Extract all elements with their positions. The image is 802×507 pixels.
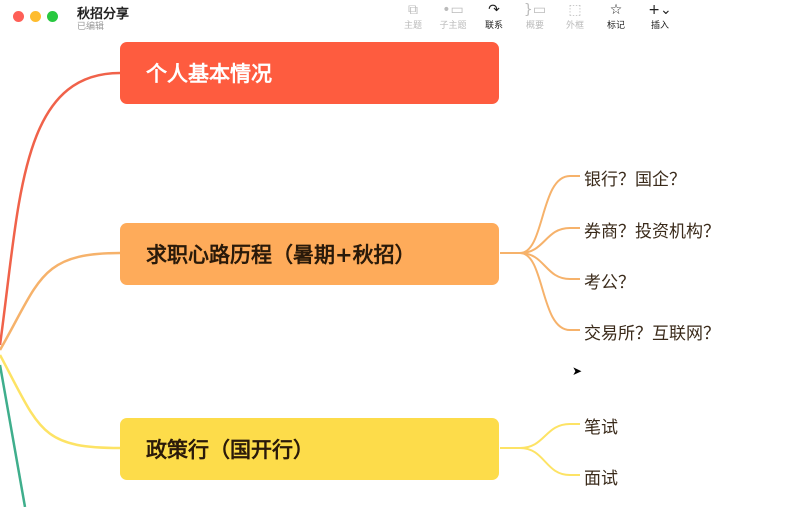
- topic-policy-bank[interactable]: 政策行（国开行）: [120, 418, 499, 480]
- toolbar-insert-button[interactable]: +⌄插入: [640, 2, 680, 31]
- subtopic-icon: •▭: [442, 2, 464, 18]
- relationship-icon: ↷: [488, 2, 500, 18]
- toolbar-summary-button[interactable]: }▭概要: [515, 2, 555, 31]
- subtopic[interactable]: 银行？国企？: [584, 170, 686, 190]
- mouse-cursor-icon: ➤: [572, 364, 583, 378]
- zoom-button[interactable]: [47, 11, 58, 22]
- subtopic[interactable]: 交易所？互联网？: [584, 324, 720, 344]
- toolbar-boundary-button[interactable]: ⬚外框: [555, 2, 595, 31]
- close-button[interactable]: [13, 11, 24, 22]
- title-bar: 秋招分享 已编辑 ⧉主题 •▭子主题 ↷联系 }▭概要 ⬚外框 ☆标记 +⌄插入: [0, 0, 802, 36]
- boundary-icon: ⬚: [568, 2, 582, 18]
- document-title: 秋招分享: [77, 7, 130, 22]
- toolbar-marker-button[interactable]: ☆标记: [596, 2, 636, 31]
- subtopic[interactable]: 面试: [584, 469, 618, 489]
- toolbar-subtopic-button[interactable]: •▭子主题: [433, 2, 473, 31]
- topic-job-search-journey[interactable]: 求职心路历程（暑期+秋招）: [120, 223, 499, 285]
- topic-personal-info[interactable]: 个人基本情况: [120, 42, 499, 104]
- plus-icon: +⌄: [648, 2, 672, 18]
- toolbar-relationship-button[interactable]: ↷联系: [474, 2, 514, 31]
- topic-icon: ⧉: [408, 2, 418, 18]
- minimize-button[interactable]: [30, 11, 41, 22]
- star-icon: ☆: [609, 2, 623, 18]
- subtopic[interactable]: 笔试: [584, 418, 618, 438]
- toolbar-topic-button[interactable]: ⧉主题: [393, 2, 433, 31]
- document-status: 已编辑: [77, 22, 105, 32]
- summary-icon: }▭: [523, 2, 547, 18]
- subtopic[interactable]: 考公？: [584, 273, 635, 293]
- subtopic[interactable]: 券商？投资机构？: [584, 222, 720, 242]
